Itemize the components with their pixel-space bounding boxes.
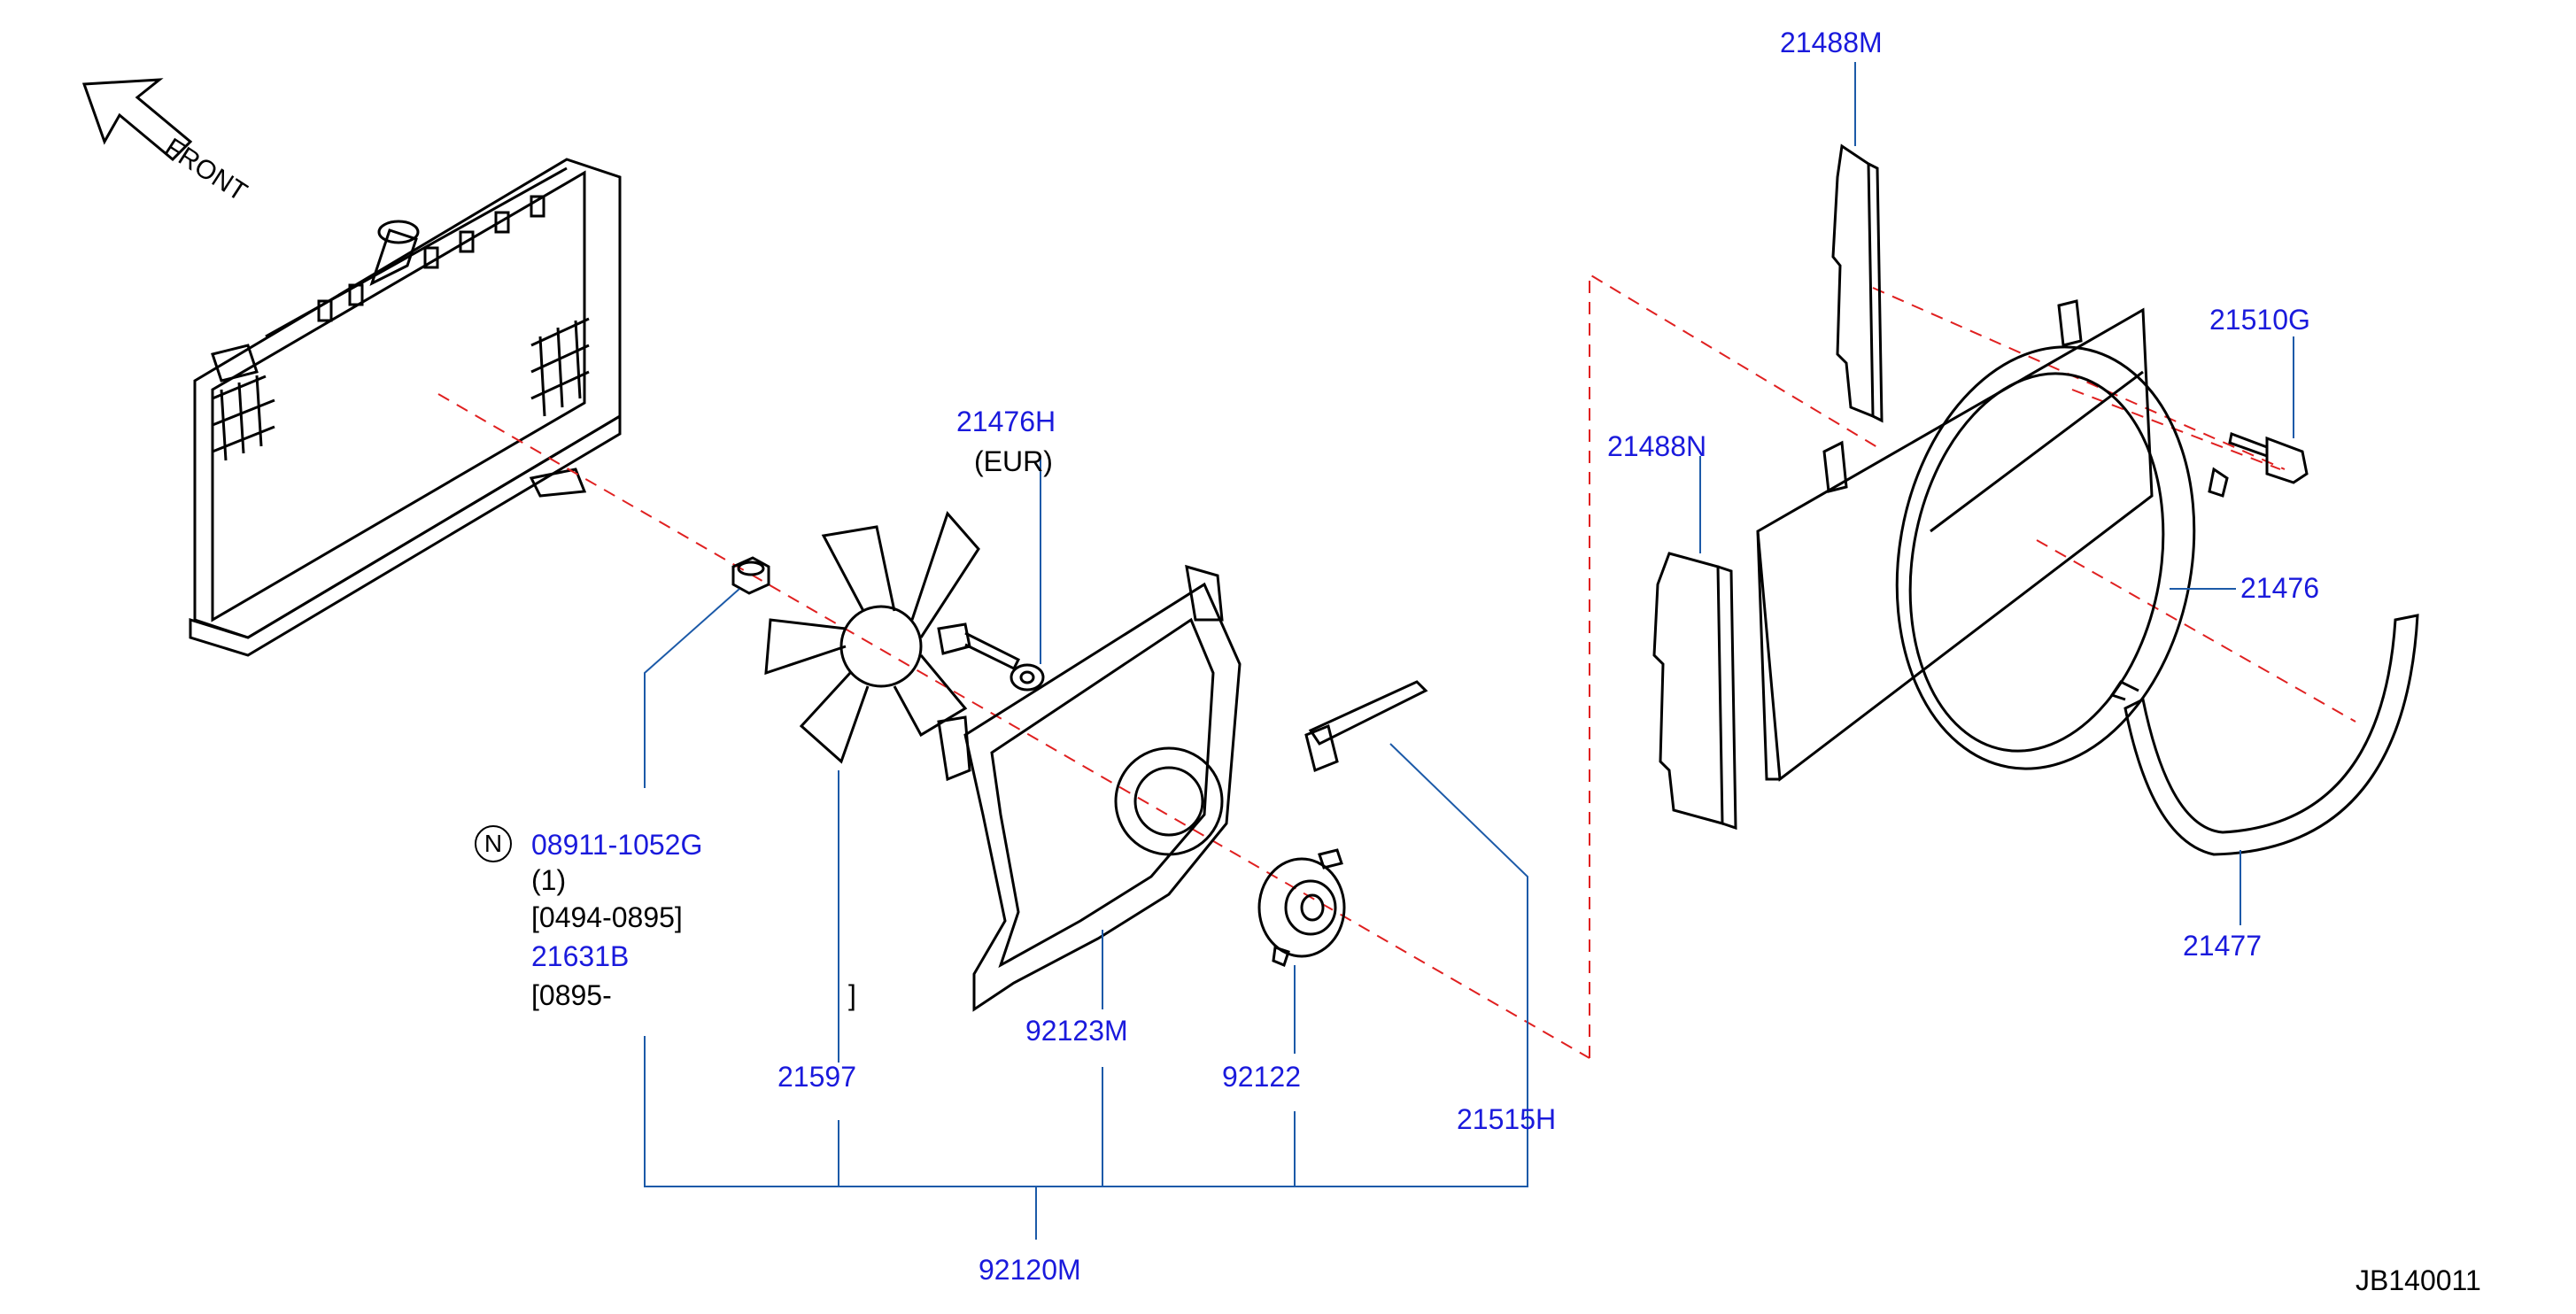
part-label-92123M[interactable]: 92123M [1025,1015,1128,1047]
date-range-2-close: ] [848,979,856,1011]
seal-21488M [1831,143,1884,423]
quantity-note: (1) [531,864,567,896]
part-label-21488M[interactable]: 21488M [1780,27,1883,58]
radiator-shroud [1756,299,2229,782]
fan-blade [764,511,980,764]
reference-code: JB140011 [2356,1264,2481,1296]
part-label-21476[interactable]: 21476 [2240,572,2319,604]
part-label-08911-1052G[interactable]: 08911-1052G [531,829,703,861]
fan-shroud [937,564,1242,1012]
leader-lines [644,62,2294,1240]
part-label-21515H[interactable]: 21515H [1457,1103,1557,1135]
part-label-21597[interactable]: 21597 [777,1061,856,1093]
seal-21488N [1652,552,1737,831]
n-badge: N [475,825,512,862]
front-arrow-icon [81,78,193,162]
part-label-92122[interactable]: 92122 [1222,1061,1301,1093]
bolt-21510G [2228,431,2309,484]
band-21477 [2109,614,2419,856]
fan-motor [1257,848,1346,968]
date-range-1: [0494-0895] [531,901,683,933]
part-label-21476H[interactable]: 21476H [956,406,1056,437]
date-range-2: [0895- [531,979,612,1011]
bolt-washer [937,622,1045,692]
nut [731,556,770,595]
centerlines [437,273,2356,1059]
cable-clip [1304,680,1428,773]
radiator [189,158,622,657]
region-note-eur: (EUR) [974,445,1053,477]
part-label-92120M[interactable]: 92120M [979,1254,1081,1286]
part-label-21631B[interactable]: 21631B [531,940,630,972]
part-label-21477[interactable]: 21477 [2183,930,2262,962]
part-label-21510G[interactable]: 21510G [2209,304,2310,336]
part-label-21488N[interactable]: 21488N [1607,430,1707,462]
